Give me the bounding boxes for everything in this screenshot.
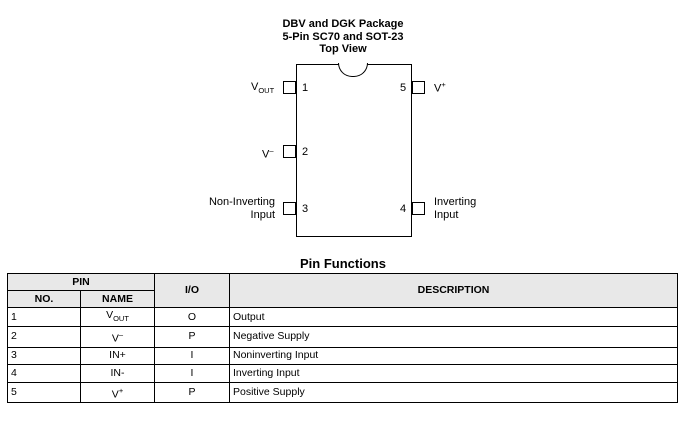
cell-no: 1	[7, 306, 81, 328]
cell-io: P	[154, 326, 230, 348]
pin5-label-sup: +	[441, 80, 446, 89]
cell-io: P	[154, 381, 230, 404]
pin4-label-line1: Inverting	[434, 196, 477, 208]
cell-name-sup: +	[118, 385, 124, 395]
pin2-pad	[283, 145, 296, 158]
header-io: I/O	[154, 273, 230, 308]
pin2-label: V–	[262, 145, 274, 161]
pin1-label-main: V	[251, 81, 259, 93]
pin3-number: 3	[302, 203, 309, 215]
pin1-label: VOUT	[251, 81, 274, 98]
cell-name: V–	[80, 326, 155, 348]
cell-no: 5	[7, 381, 81, 404]
cell-name-sub: OUT	[113, 314, 129, 324]
header-description: DESCRIPTION	[229, 273, 678, 308]
header-no: NO.	[7, 290, 81, 308]
pin4-label: Inverting Input	[434, 196, 476, 221]
pin5-label-main: V	[434, 82, 442, 95]
pin2-label-main: V	[262, 148, 270, 161]
cell-name-main: V	[111, 388, 119, 401]
pin5-label: V+	[434, 79, 446, 95]
table-row: 4 IN- I Inverting Input	[7, 364, 678, 383]
table-row: 1 VOUT O Output	[7, 306, 678, 328]
cell-name: VOUT	[80, 306, 155, 328]
cell-no: 2	[7, 326, 81, 348]
package-title-line1: DBV and DGK Package	[282, 18, 404, 30]
table-row: 2 V– P Negative Supply	[7, 326, 678, 348]
pin2-number: 2	[302, 146, 309, 158]
package-title-line3: Top View	[319, 43, 367, 55]
pin-functions-title: Pin Functions	[300, 256, 386, 271]
pin1-pad	[283, 81, 296, 94]
cell-no: 4	[7, 364, 81, 383]
pin3-pad	[283, 202, 296, 215]
pin1-label-sub: OUT	[258, 86, 275, 96]
pin1-notch	[338, 63, 368, 77]
pin2-label-sup: –	[269, 146, 274, 155]
chip-body	[296, 63, 412, 237]
pin-functions-table: PIN I/O DESCRIPTION NO. NAME 1 VOUT O Ou…	[7, 273, 678, 404]
package-title-line2: 5-Pin SC70 and SOT-23	[282, 30, 404, 43]
pin3-label: Non-Inverting Input	[200, 196, 275, 221]
table-row: 3 IN+ I Noninverting Input	[7, 346, 678, 366]
header-pin: PIN	[7, 273, 155, 291]
cell-no: 3	[7, 346, 81, 366]
pin3-label-line1: Non-Inverting	[208, 196, 275, 208]
cell-name: V+	[80, 381, 155, 404]
pin5-number: 5	[400, 82, 407, 94]
cell-description: Positive Supply	[229, 381, 678, 404]
cell-description: Noninverting Input	[229, 346, 678, 366]
cell-description: Negative Supply	[229, 326, 678, 348]
header-name: NAME	[80, 290, 155, 308]
table-row: 5 V+ P Positive Supply	[7, 381, 678, 404]
cell-io: I	[154, 346, 230, 366]
cell-name-main: V	[106, 309, 114, 321]
cell-description: Output	[229, 306, 678, 328]
pin1-number: 1	[302, 82, 309, 94]
pin5-pad	[412, 81, 425, 94]
cell-name-sup: –	[118, 330, 124, 340]
pin4-number: 4	[400, 203, 407, 215]
pin4-pad	[412, 202, 425, 215]
cell-name-main: V	[111, 332, 119, 345]
cell-name: IN+	[80, 346, 155, 366]
cell-description: Inverting Input	[229, 364, 678, 383]
pin3-label-line2: Input	[250, 208, 275, 221]
cell-io: O	[154, 306, 230, 328]
cell-name: IN-	[80, 364, 155, 383]
pin4-label-line2: Input	[434, 208, 459, 221]
package-title: DBV and DGK Package 5-Pin SC70 and SOT-2…	[243, 18, 443, 56]
cell-io: I	[154, 364, 230, 383]
